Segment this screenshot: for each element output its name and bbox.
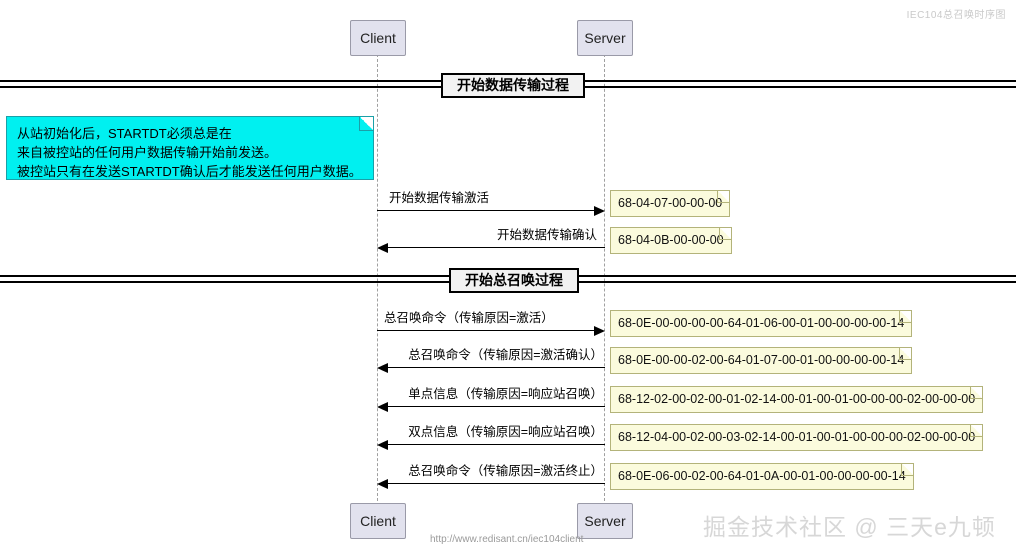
message-arrow-line <box>377 330 594 331</box>
message-row-6: 双点信息（传输原因=响应站召唤） <box>377 416 605 450</box>
message-label: 开始数据传输确认 <box>496 228 597 242</box>
participant-server-top[interactable]: Server <box>577 20 633 56</box>
arrow-head-left-icon <box>377 243 388 253</box>
message-row-3: 总召唤命令（传输原因=激活） <box>377 302 605 336</box>
note-fold-icon <box>899 311 912 323</box>
message-arrow-line <box>388 406 605 407</box>
frame-hex: 68-12-04-00-02-00-03-02-14-00-01-00-01-0… <box>618 430 976 444</box>
frame-hex: 68-12-02-00-02-00-01-02-14-00-01-00-01-0… <box>618 392 976 406</box>
arrow-head-left-icon <box>377 440 388 450</box>
note-fold-icon <box>718 228 731 240</box>
note-startdt-rule: 从站初始化后，STARTDT必须总是在 来自被控站的任何用户数据传输开始前发送。… <box>6 116 374 180</box>
message-arrow-line <box>388 367 605 368</box>
frame-note-4: 68-0E-00-00-02-00-64-01-07-00-01-00-00-0… <box>610 347 913 374</box>
frame-note-2: 68-04-0B-00-00-00 <box>610 227 732 254</box>
message-row-7: 总召唤命令（传输原因=激活终止） <box>377 455 605 489</box>
frame-note-6: 68-12-04-00-02-00-03-02-14-00-01-00-01-0… <box>610 424 984 451</box>
participant-server-bottom[interactable]: Server <box>577 503 633 539</box>
frame-note-3: 68-0E-00-00-00-00-64-01-06-00-01-00-00-0… <box>610 310 913 337</box>
frame-note-5: 68-12-02-00-02-00-01-02-14-00-01-00-01-0… <box>610 386 984 413</box>
lifeline-server <box>604 54 605 506</box>
note-fold-icon <box>970 387 983 399</box>
frame-hex: 68-0E-06-00-02-00-64-01-0A-00-01-00-00-0… <box>618 469 906 483</box>
note-fold-icon <box>900 464 913 476</box>
note-line-3: 被控站只有在发送STARTDT确认后才能发送任何用户数据。 <box>17 164 362 179</box>
participant-client-top[interactable]: Client <box>350 20 406 56</box>
frame-note-1: 68-04-07-00-00-00 <box>610 190 731 217</box>
message-label: 单点信息（传输原因=响应站召唤） <box>408 387 603 401</box>
arrow-head-left-icon <box>377 479 388 489</box>
note-fold-icon <box>359 117 373 131</box>
source-url[interactable]: http://www.redisant.cn/iec104client <box>430 534 584 545</box>
note-line-1: 从站初始化后，STARTDT必须总是在 <box>17 126 232 141</box>
note-fold-icon <box>899 348 912 360</box>
bottom-watermark: 掘金技术社区 @ 三天e九顿 <box>703 514 996 540</box>
message-arrow-line <box>388 247 605 248</box>
message-row-5: 单点信息（传输原因=响应站召唤） <box>377 378 605 412</box>
section-label-data-transfer: 开始数据传输过程 <box>441 73 585 99</box>
arrow-head-right-icon <box>594 206 605 216</box>
frame-hex: 68-0E-00-00-00-00-64-01-06-00-01-00-00-0… <box>618 316 905 330</box>
frame-hex: 68-04-07-00-00-00 <box>618 196 723 210</box>
message-row-2: 开始数据传输确认 <box>377 219 605 253</box>
frame-hex: 68-0E-00-00-02-00-64-01-07-00-01-00-00-0… <box>618 353 905 367</box>
top-watermark: IEC104总召唤时序图 <box>906 10 1006 21</box>
message-row-4: 总召唤命令（传输原因=激活确认） <box>377 339 605 373</box>
arrow-head-left-icon <box>377 402 388 412</box>
message-label: 开始数据传输激活 <box>389 191 490 205</box>
participant-client-bottom[interactable]: Client <box>350 503 406 539</box>
message-label: 双点信息（传输原因=响应站召唤） <box>408 425 603 439</box>
frame-note-7: 68-0E-06-00-02-00-64-01-0A-00-01-00-00-0… <box>610 463 914 490</box>
frame-hex: 68-04-0B-00-00-00 <box>618 233 724 247</box>
lifeline-client <box>377 54 378 506</box>
section-label-interrogation: 开始总召唤过程 <box>449 268 579 294</box>
message-arrow-line <box>377 210 594 211</box>
arrow-head-right-icon <box>594 326 605 336</box>
message-arrow-line <box>388 483 605 484</box>
note-fold-icon <box>717 191 730 203</box>
note-fold-icon <box>970 425 983 437</box>
message-row-1: 开始数据传输激活 <box>377 182 605 216</box>
message-label: 总召唤命令（传输原因=激活确认） <box>408 348 603 362</box>
message-label: 总召唤命令（传输原因=激活） <box>384 311 554 325</box>
message-arrow-line <box>388 444 605 445</box>
arrow-head-left-icon <box>377 363 388 373</box>
message-label: 总召唤命令（传输原因=激活终止） <box>408 464 603 478</box>
note-line-2: 来自被控站的任何用户数据传输开始前发送。 <box>17 145 278 160</box>
